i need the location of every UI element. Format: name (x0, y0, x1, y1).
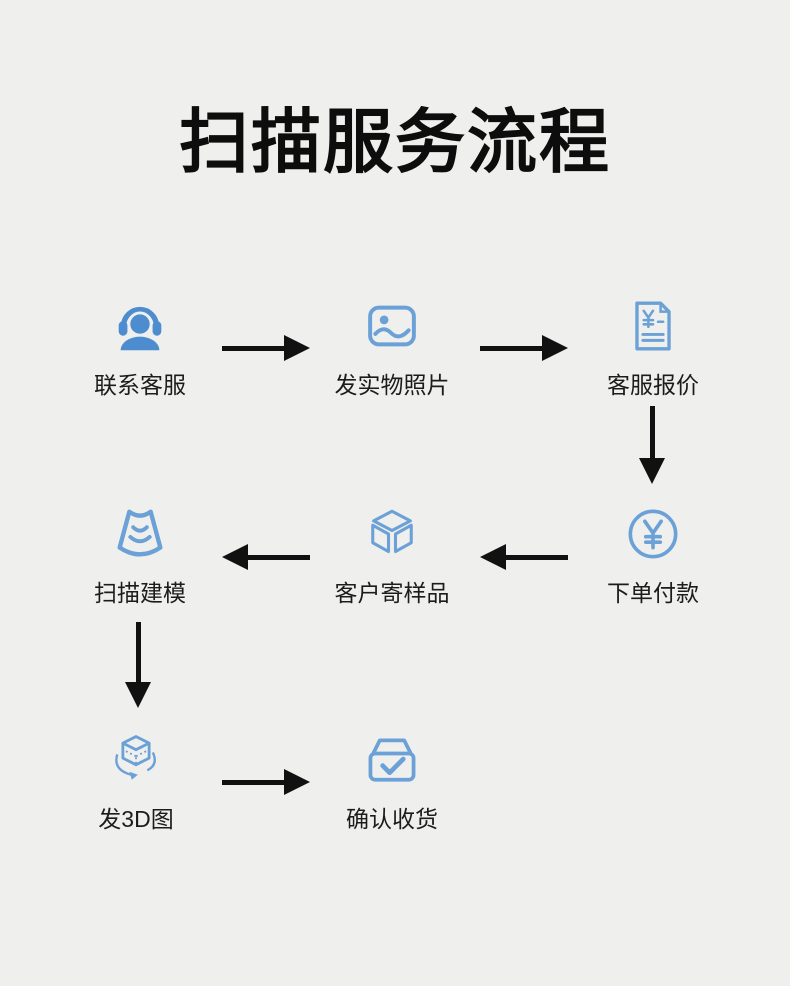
arrow-down-2 (125, 622, 151, 708)
step-label: 发实物照片 (334, 372, 450, 398)
step-label: 联系客服 (94, 372, 186, 398)
step-label: 客户寄样品 (334, 580, 450, 606)
sample-cube-icon (371, 509, 413, 554)
step-service-quote: 客服报价 (568, 292, 738, 400)
arrowhead-right-icon (284, 335, 310, 361)
cube-3d-rotate-icon (115, 735, 156, 780)
page-title: 扫描服务流程 (179, 103, 611, 181)
yen-circle-icon (628, 509, 678, 559)
arrow-right-1 (222, 335, 310, 361)
arrowhead-right-icon (542, 335, 568, 361)
step-send-sample: 客户寄样品 (307, 500, 477, 608)
arrow-down-1 (639, 406, 665, 484)
step-scan-modeling: 扫描建模 (55, 500, 225, 608)
step-label: 下单付款 (607, 580, 699, 606)
step-label: 发3D图 (98, 806, 174, 832)
quote-document-icon (635, 301, 671, 351)
step-order-payment: 下单付款 (568, 500, 738, 608)
arrow-right-3 (222, 769, 310, 795)
step-send-3d-file: 发3D图 (51, 726, 221, 834)
scanner-icon (117, 509, 163, 557)
arrowhead-left-icon (480, 544, 506, 570)
receive-check-icon (368, 738, 416, 782)
arrowhead-right-icon (284, 769, 310, 795)
step-confirm-receipt: 确认收货 (307, 726, 477, 834)
arrowhead-down-icon (125, 682, 151, 708)
arrow-right-2 (480, 335, 568, 361)
arrow-left-2 (480, 544, 568, 570)
arrow-left-1 (222, 544, 310, 570)
step-label: 客服报价 (607, 372, 699, 398)
step-send-photos: 发实物照片 (307, 292, 477, 400)
arrowhead-down-icon (639, 458, 665, 484)
step-label: 确认收货 (346, 806, 438, 832)
arrowhead-left-icon (222, 544, 248, 570)
step-label: 扫描建模 (94, 580, 186, 606)
headset-agent-icon (118, 306, 162, 351)
photo-icon (368, 305, 416, 347)
step-contact-service: 联系客服 (55, 292, 225, 400)
